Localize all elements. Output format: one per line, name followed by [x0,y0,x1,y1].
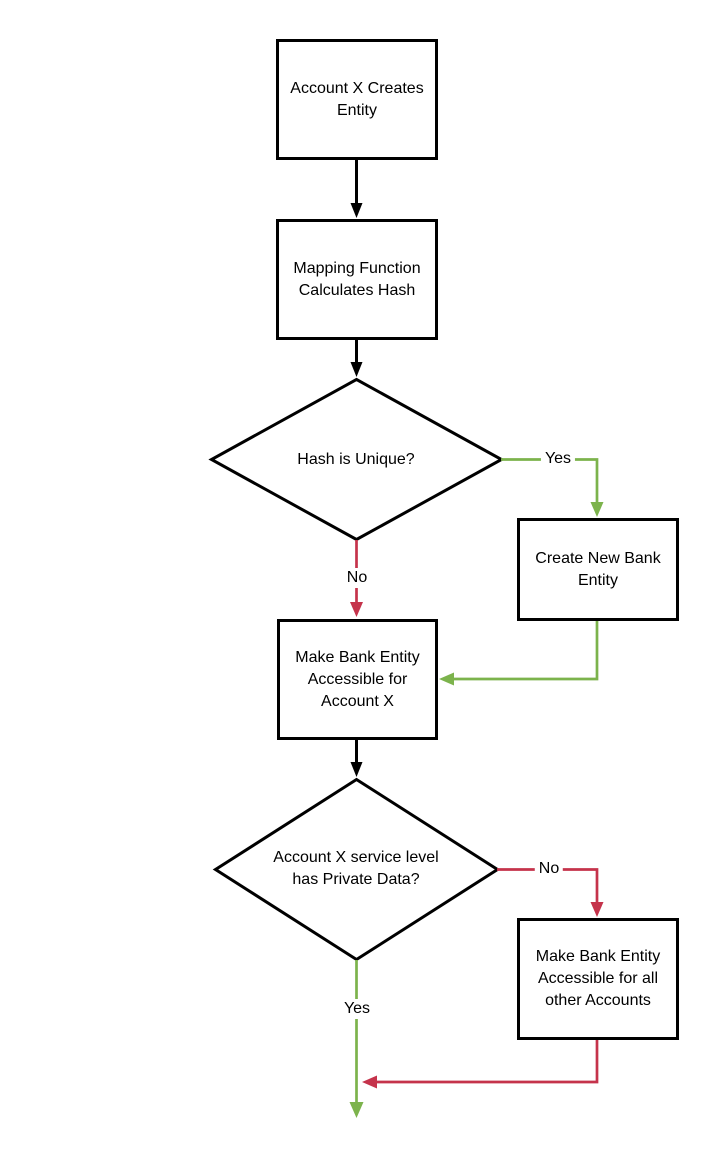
edge-label-hash-yes: Yes [540,449,576,469]
edge-label-private-yes: Yes [339,999,375,1019]
edge-accessible-to-private-decision [350,740,363,777]
decision-hash-unique-label: Hash is Unique? [297,451,415,468]
edge-hash-yes [501,458,604,517]
arrowhead-down-icon [350,203,363,218]
node-make-accessible-account-x: Make Bank Entity Accessible for Account … [277,619,438,740]
node-mapping-function: Mapping Function Calculates Hash [276,219,438,340]
arrowhead-down-icon [590,502,604,517]
arrowhead-down-icon [350,602,363,617]
arrowhead-left-icon [362,1075,377,1089]
decision-private-data-label: Account X service level has Private Data… [273,849,439,888]
arrowhead-down-icon [350,362,363,377]
decision-hash-unique-shape [208,377,505,542]
arrowhead-down-icon [349,1102,364,1118]
decision-private-data-shape [212,777,501,962]
arrowhead-down-icon [590,902,604,917]
edge-private-yes [349,960,364,1118]
edge-start-to-mapping [350,159,363,218]
edge-label-hash-no: No [342,568,372,588]
edge-private-no [497,868,604,917]
node-create-new-bank-entity: Create New Bank Entity [517,518,679,621]
arrowhead-left-icon [439,672,454,686]
edge-label-private-no: No [534,859,564,879]
edge-create-to-accessible [439,621,599,686]
node-account-creates-entity: Account X Creates Entity [276,39,438,160]
edge-accessible-all-merge [362,1040,599,1089]
edge-mapping-to-hash-decision [350,339,363,377]
node-make-accessible-all-accounts: Make Bank Entity Accessible for all othe… [517,918,679,1040]
arrowhead-down-icon [350,762,363,777]
